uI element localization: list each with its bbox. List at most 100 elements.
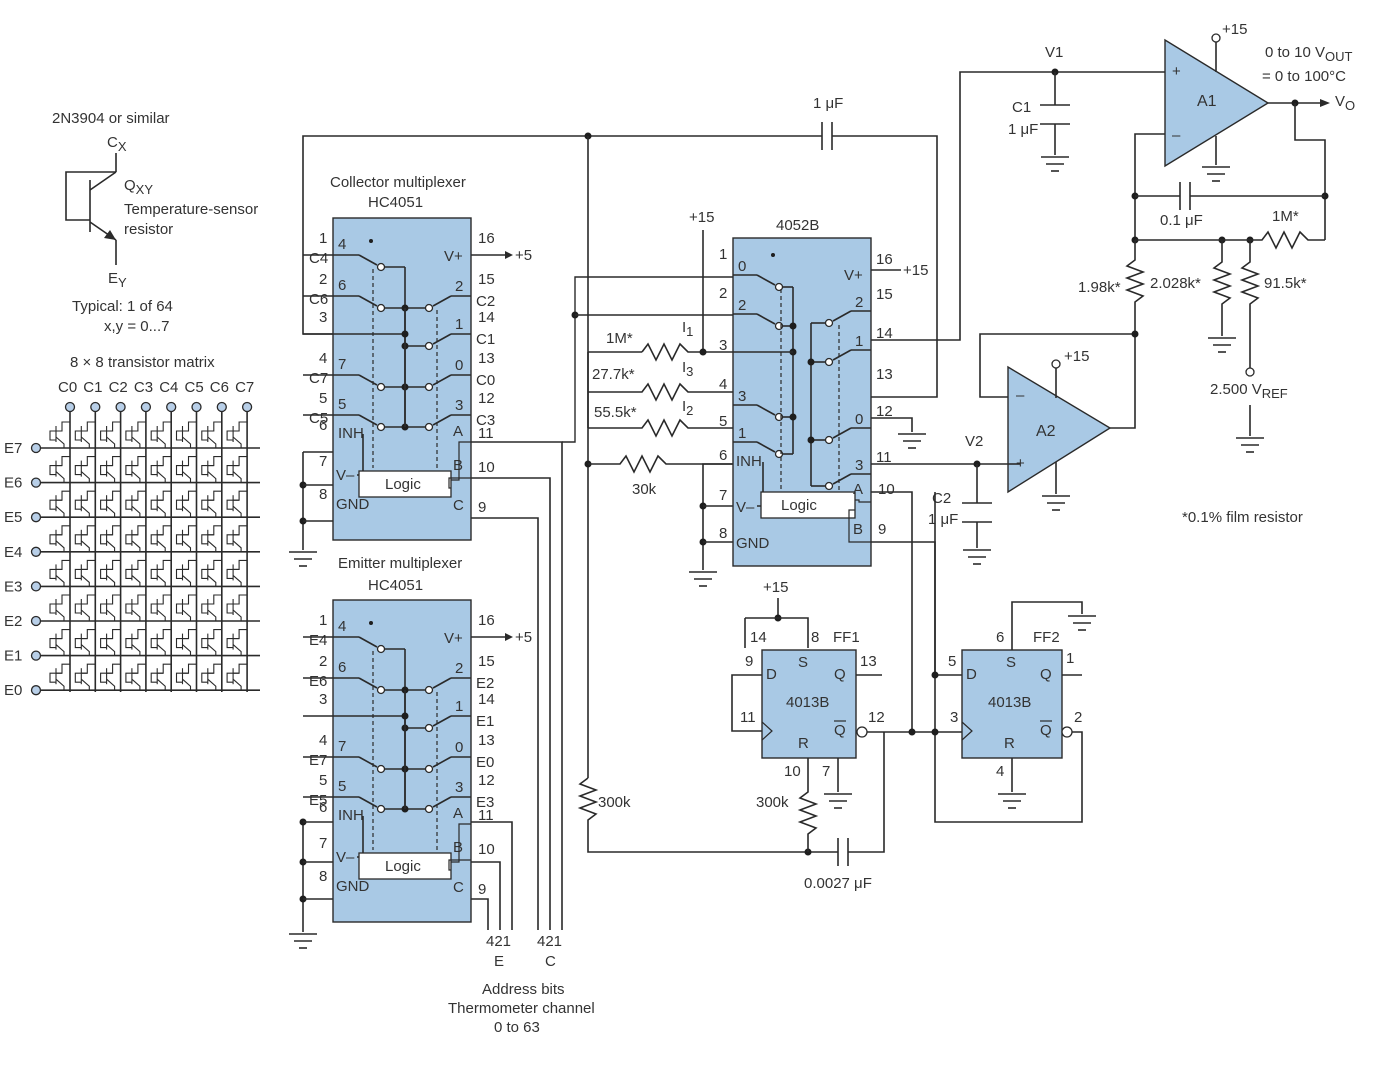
mux-pin-number: 9 — [478, 881, 486, 898]
v2-label: V2 — [965, 433, 983, 450]
mux-logic-label: Logic — [385, 476, 421, 493]
ff1-pin-gnd: 7 — [822, 763, 830, 780]
resistor-300k-left: 300k — [577, 777, 808, 853]
mux-gnd-label: GND — [336, 496, 370, 513]
r198-label: 1.98k* — [1078, 279, 1121, 296]
sensor-transistor — [74, 663, 96, 691]
mux-pin-number: 1 — [319, 612, 327, 629]
mux4052-inh-label: INH — [736, 453, 762, 470]
mux4052-pin-number: 8 — [719, 525, 727, 542]
sensor-transistor — [74, 629, 96, 656]
mux-pin-number: 7 — [319, 453, 327, 470]
ff2-pin-d: 5 — [948, 653, 956, 670]
mux-pin-number: 2 — [319, 271, 327, 288]
sensor-transistor — [175, 629, 197, 656]
matrix-cells — [49, 421, 248, 691]
c-address-label: C — [545, 953, 556, 970]
mux4052-pin-number: 6 — [719, 447, 727, 464]
vref-label: 2.500 VREF — [1210, 381, 1288, 401]
mux4052-pin-number: 12 — [876, 403, 893, 420]
mux-pin-number: 16 — [478, 230, 495, 247]
mux-signal-label: E6 — [309, 673, 327, 690]
flipflop-ff2: 6 FF2 S D Q 4013B Q R 5 3 1 2 4 — [931, 492, 1096, 809]
row-terminal — [30, 512, 42, 523]
mux-supply-label: V+ — [444, 248, 463, 265]
sensor-transistor — [201, 490, 222, 518]
mux4052-switch-number: 1 — [855, 333, 863, 350]
mux-supply-label: V+ — [444, 630, 463, 647]
mux4052-pin-number: 4 — [719, 376, 727, 393]
mux-pin-number: 5 — [319, 390, 327, 407]
mux4052-pin-number: 1 — [719, 246, 727, 263]
sensor-transistor — [49, 456, 70, 483]
sensor-transistor — [74, 559, 96, 587]
transistor-legend: 2N3904 or similar CX QXY Temperature-sen… — [52, 110, 258, 335]
sensor-transistor — [150, 629, 172, 656]
mux4052-supply: +15 — [689, 209, 714, 226]
ff1-pin-r: 10 — [784, 763, 801, 780]
matrix-column-label: C3 — [134, 379, 153, 396]
mux-signal-label: E0 — [476, 754, 494, 771]
matrix-row-label: E1 — [4, 648, 22, 665]
mux-signal-label: C1 — [476, 331, 495, 348]
sensor-transistor — [74, 525, 96, 552]
mux-pin-number: 4 — [319, 350, 327, 367]
ff1-q: Q — [834, 666, 846, 683]
mux-pin-number: 13 — [478, 350, 495, 367]
mux-pin-number: 12 — [478, 772, 495, 789]
mux-signal-label: C6 — [309, 291, 328, 308]
column-terminal — [115, 401, 126, 413]
sensor-transistor — [226, 525, 248, 552]
row-terminal — [30, 685, 42, 696]
ground-symbol — [289, 451, 333, 567]
output-range-1: 0 to 10 VOUT — [1265, 44, 1353, 64]
mux4052-logic-block — [760, 491, 856, 519]
mux-pin-number: 5 — [319, 772, 327, 789]
matrix-row-label: E0 — [4, 682, 22, 699]
mux-switch-number: 6 — [338, 659, 346, 676]
matrix-row-label: E5 — [4, 509, 22, 526]
i3-label: I3 — [682, 359, 693, 379]
mux-pin-number: 11 — [478, 425, 494, 442]
svg-text:–: – — [1016, 387, 1025, 404]
mux4052-a-label: A — [853, 481, 863, 498]
column-terminal — [241, 401, 253, 413]
osc-cap-label: 0.0027 μF — [804, 875, 872, 892]
sensor-transistor — [150, 559, 172, 587]
ff2-pin-q: 1 — [1066, 650, 1074, 667]
mux4052-pin-number: 16 — [876, 251, 893, 268]
mux-pin-number: 13 — [478, 732, 495, 749]
sensor-transistor — [201, 525, 222, 552]
sensor-transistor — [100, 594, 121, 621]
column-terminal — [90, 401, 101, 413]
column-terminal — [191, 401, 202, 413]
sensor-transistor — [74, 594, 96, 621]
sensor-transistor — [226, 663, 248, 691]
matrix-row-label: E2 — [4, 613, 22, 630]
address-caption-3: 0 to 63 — [494, 1019, 540, 1036]
matrix-row-label: E7 — [4, 440, 22, 457]
mux4052-logic-label: Logic — [781, 497, 817, 514]
sensor-transistor — [150, 525, 172, 552]
r30k-label: 30k — [632, 481, 657, 498]
sensor-transistor — [175, 490, 197, 518]
sensor-transistor — [100, 525, 121, 552]
top-cap-label: 1 μF — [813, 95, 843, 112]
row-terminal — [30, 442, 42, 454]
mux-gnd-label: GND — [336, 878, 370, 895]
c2-value: 1 μF — [928, 511, 958, 528]
ff2-r: R — [1004, 735, 1015, 752]
address-lines: 421 E 421 C Address bits Thermometer cha… — [448, 441, 595, 1036]
mux-b-label: B — [453, 839, 463, 856]
matrix-row-label: E6 — [4, 475, 22, 492]
mux4052-pin-number: 2 — [719, 285, 727, 302]
sensor-transistor — [100, 559, 121, 587]
mux-pin-number: 3 — [319, 691, 327, 708]
sensor-transistor — [150, 663, 172, 691]
column-terminal — [140, 401, 152, 413]
ff1-pin-s: 8 — [811, 629, 819, 646]
mux-pin-number: 11 — [478, 807, 494, 824]
row-terminal — [30, 546, 42, 557]
sensor-transistor — [74, 456, 96, 483]
